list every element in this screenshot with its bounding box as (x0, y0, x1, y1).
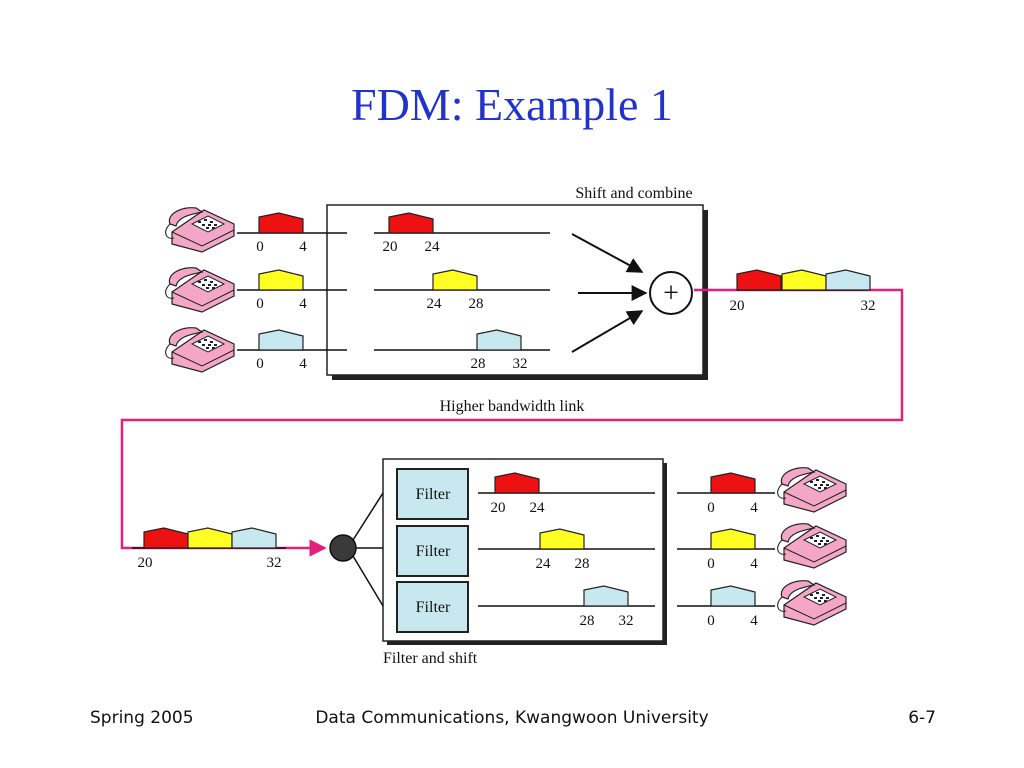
tick-label: 32 (619, 613, 634, 629)
combined-spectrum-pulse (187, 527, 233, 549)
telephone-icon (165, 327, 235, 373)
filter-box-3: Filter (396, 581, 469, 633)
tick-label: 4 (299, 296, 307, 312)
tick-label: 28 (580, 613, 595, 629)
combined-spectrum-pulse (736, 269, 782, 291)
filter-label: Filter (416, 543, 451, 560)
telephone-icon (165, 207, 235, 253)
tick-label: 4 (750, 500, 758, 516)
tick-label: 28 (471, 356, 486, 372)
combined-spectrum-pulse (781, 269, 827, 291)
tick-label: 0 (707, 613, 715, 629)
shift-and-combine-label: Shift and combine (575, 185, 692, 202)
tick-label: 32 (267, 555, 282, 571)
input-spectrum-pulse (258, 269, 304, 291)
tick-label: 28 (469, 296, 484, 312)
spectrum-tick-labels: 0 4 0 4 0 4 20 24 24 28 28 32 20 32 20 32 20 24 24 28 28 32 0 4… (138, 239, 876, 629)
combiner-node (649, 271, 693, 315)
tick-label: 28 (575, 556, 590, 572)
telephone-icon (777, 523, 847, 569)
telephone-icon (777, 467, 847, 513)
tick-label: 32 (513, 356, 528, 372)
output-spectrum-pulse (710, 528, 756, 550)
tick-label: 4 (750, 556, 758, 572)
shifted-spectrum-pulse (388, 212, 434, 234)
filter-label: Filter (416, 599, 451, 616)
filter-label: Filter (416, 486, 451, 503)
spectrum-pulses (143, 212, 871, 607)
tick-label: 20 (138, 555, 153, 571)
footer-course: Data Communications, Kwangwoon Universit… (315, 708, 709, 728)
branch-line-3 (352, 555, 384, 607)
splitter-node-icon (329, 534, 357, 562)
tick-label: 4 (299, 356, 307, 372)
telephone-icon (165, 267, 235, 313)
tick-label: 24 (427, 296, 443, 312)
tick-label: 32 (861, 298, 876, 314)
tick-label: 4 (750, 613, 758, 629)
filtered-spectrum-pulse (494, 472, 540, 494)
output-spectrum-pulse (710, 585, 756, 607)
tick-label: 0 (707, 500, 715, 516)
footer-page-number: 6-7 (908, 708, 936, 728)
shifted-spectrum-pulse (476, 329, 522, 351)
tick-label: 20 (730, 298, 745, 314)
tick-label: 4 (299, 239, 307, 255)
tick-label: 24 (536, 556, 552, 572)
filtered-spectrum-pulse (583, 585, 629, 607)
shifted-spectrum-pulse (432, 269, 478, 291)
arrow-in-3 (571, 310, 644, 353)
telephone-icon (777, 580, 847, 626)
arrow-in-1 (571, 233, 644, 273)
branch-line-1 (352, 492, 384, 541)
combined-spectrum-pulse (825, 269, 871, 291)
slide-title: FDM: Example 1 (351, 79, 673, 130)
filtered-spectrum-pulse (539, 528, 585, 550)
input-spectrum-pulse (258, 329, 304, 351)
output-spectrum-pulse (710, 472, 756, 494)
footer-date: Spring 2005 (90, 708, 194, 728)
tick-label: 20 (491, 500, 506, 516)
higher-bandwidth-link-label: Higher bandwidth link (440, 398, 585, 415)
combined-spectrum-pulse (231, 527, 277, 549)
tick-label: 0 (256, 356, 264, 372)
combiner-symbol: + (663, 278, 679, 309)
tick-label: 24 (530, 500, 546, 516)
tick-label: 0 (707, 556, 715, 572)
combined-spectrum-pulse (143, 527, 189, 549)
tick-label: 20 (383, 239, 398, 255)
tick-label: 0 (256, 296, 264, 312)
tick-label: 24 (425, 239, 441, 255)
filter-box-2: Filter (396, 525, 469, 577)
filter-box-1: Filter (396, 468, 469, 520)
tick-label: 0 (256, 239, 264, 255)
filter-and-shift-label: Filter and shift (383, 650, 478, 667)
input-spectrum-pulse (258, 212, 304, 234)
